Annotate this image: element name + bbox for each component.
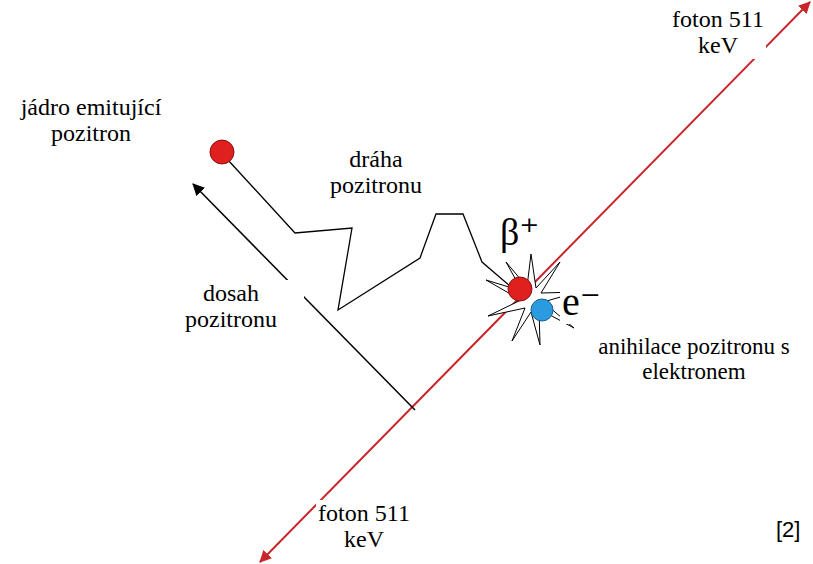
- positron-symbol: β⁺: [498, 212, 541, 254]
- emitting-nucleus: [210, 140, 234, 164]
- photon-label: foton 511 keV: [316, 500, 412, 553]
- positron-dot: [508, 277, 532, 301]
- reference-number: [2]: [774, 518, 802, 542]
- electron-symbol: e⁻: [560, 280, 603, 324]
- annihilation-label: anihilace pozitronu s elektronem: [579, 334, 809, 385]
- range-label: dosah pozitronu: [158, 280, 304, 333]
- path-label: dráha pozitronu: [312, 146, 440, 199]
- electron-dot: [531, 299, 553, 321]
- nucleus-label: jádro emitující pozitron: [4, 94, 178, 147]
- photon-label: foton 511 keV: [670, 6, 766, 59]
